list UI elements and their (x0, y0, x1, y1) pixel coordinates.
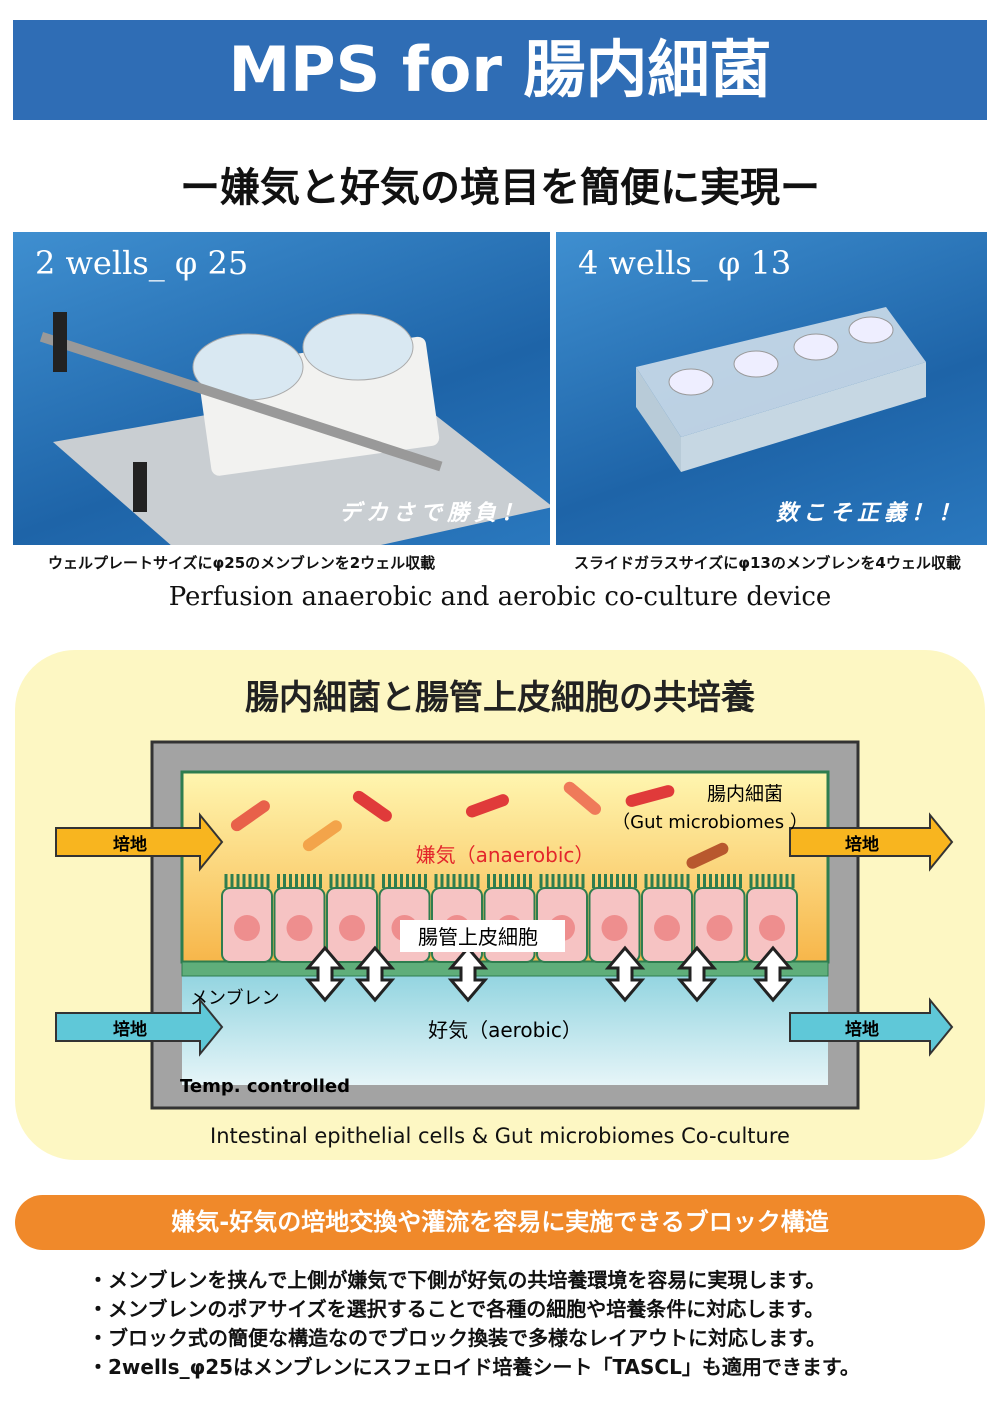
svg-text:培地: 培地 (845, 1019, 879, 1040)
list-item: ・ブロック式の簡便な構造なのでブロック換装で多様なレイアウトに対応します。 (88, 1326, 826, 1350)
aerobic-label: 好気（aerobic） (428, 1018, 582, 1042)
epithelial-cell (273, 874, 326, 963)
list-item: ・メンブレンのポアサイズを選択することで各種の細胞や培養条件に対応します。 (88, 1297, 825, 1321)
exchange-arrow (752, 945, 794, 1003)
photo-label: 4 wells_ φ 13 (578, 244, 792, 282)
medium-arrow-out-bottom: 培地 (789, 997, 954, 1057)
photo-caption: ウェルプレートサイズにφ25のメンブレンを2ウェル収載 (48, 554, 436, 572)
bacteria-label: 腸内細菌 (707, 783, 783, 805)
epithelial-cell (641, 874, 693, 963)
coculture-diagram: 培地 培地 培地 培地 腸内細菌 （Gut microbiomes ） 嫌気（a… (55, 740, 954, 1110)
bacteria-label-en: （Gut microbiomes ） (612, 812, 808, 833)
membrane (181, 961, 829, 977)
aerobic-chamber (182, 970, 828, 1085)
diagram-title: 腸内細菌と腸管上皮細胞の共培養 (245, 678, 755, 718)
svg-text:培地: 培地 (113, 834, 147, 855)
exchange-arrow (354, 945, 396, 1003)
photo-label: 2 wells_ φ 25 (35, 244, 249, 282)
list-item: ・2wells_φ25はメンブレンにスフェロイド培養シート「TASCL」も適用で… (88, 1355, 860, 1379)
svg-text:培地: 培地 (113, 1019, 147, 1040)
epithelial-label: 腸管上皮細胞 (418, 925, 538, 949)
bacteria (230, 781, 729, 869)
device-2wells-image (39, 312, 550, 545)
temp-label: Temp. controlled (180, 1076, 350, 1097)
epithelial-cell (221, 874, 273, 963)
medium-arrow-in-bottom: 培地 (55, 997, 224, 1057)
svg-text:培地: 培地 (845, 834, 879, 855)
medium-arrow-in-top: 培地 (55, 812, 224, 872)
feature-banner: 嫌気-好気の培地交換や灌流を容易に実施できるブロック構造 (15, 1195, 985, 1250)
exchange-arrow (304, 945, 346, 1003)
photo-2wells: 2 wells_ φ 25 デカさで勝負！ (13, 232, 550, 545)
feature-list: ・メンブレンを挟んで上側が嫌気で下側が好気の共培養環境を容易に実現します。 ・メ… (88, 1266, 860, 1382)
english-title: Perfusion anaerobic and aerobic co-cultu… (168, 582, 832, 612)
device-4wells-image (636, 307, 926, 472)
exchange-arrow (447, 945, 489, 1003)
photo-4wells: 4 wells_ φ 13 数こそ正義！！ (556, 232, 987, 545)
medium-arrow-out-top: 培地 (789, 812, 954, 872)
photo-caption: スライドガラスサイズにφ13のメンブレンを4ウェル収載 (574, 554, 961, 572)
page-title: MPS for 腸内細菌 (13, 20, 987, 120)
anaerobic-label: 嫌気（anaerobic） (416, 843, 595, 867)
membrane-label: メンブレン (190, 987, 279, 1009)
subtitle: ー嫌気と好気の境目を簡便に実現ー (180, 165, 820, 211)
epithelial-cell (326, 874, 378, 963)
epithelial-cell (693, 874, 746, 963)
exchange-arrow (604, 945, 646, 1003)
epithelial-cell (588, 874, 641, 963)
photo-tagline: 数こそ正義！！ (775, 501, 965, 526)
diagram-caption: Intestinal epithelial cells & Gut microb… (210, 1124, 790, 1148)
list-item: ・メンブレンを挟んで上側が嫌気で下側が好気の共培養環境を容易に実現します。 (88, 1268, 826, 1292)
exchange-arrow (676, 945, 718, 1003)
photo-tagline: デカさで勝負！ (338, 501, 528, 526)
